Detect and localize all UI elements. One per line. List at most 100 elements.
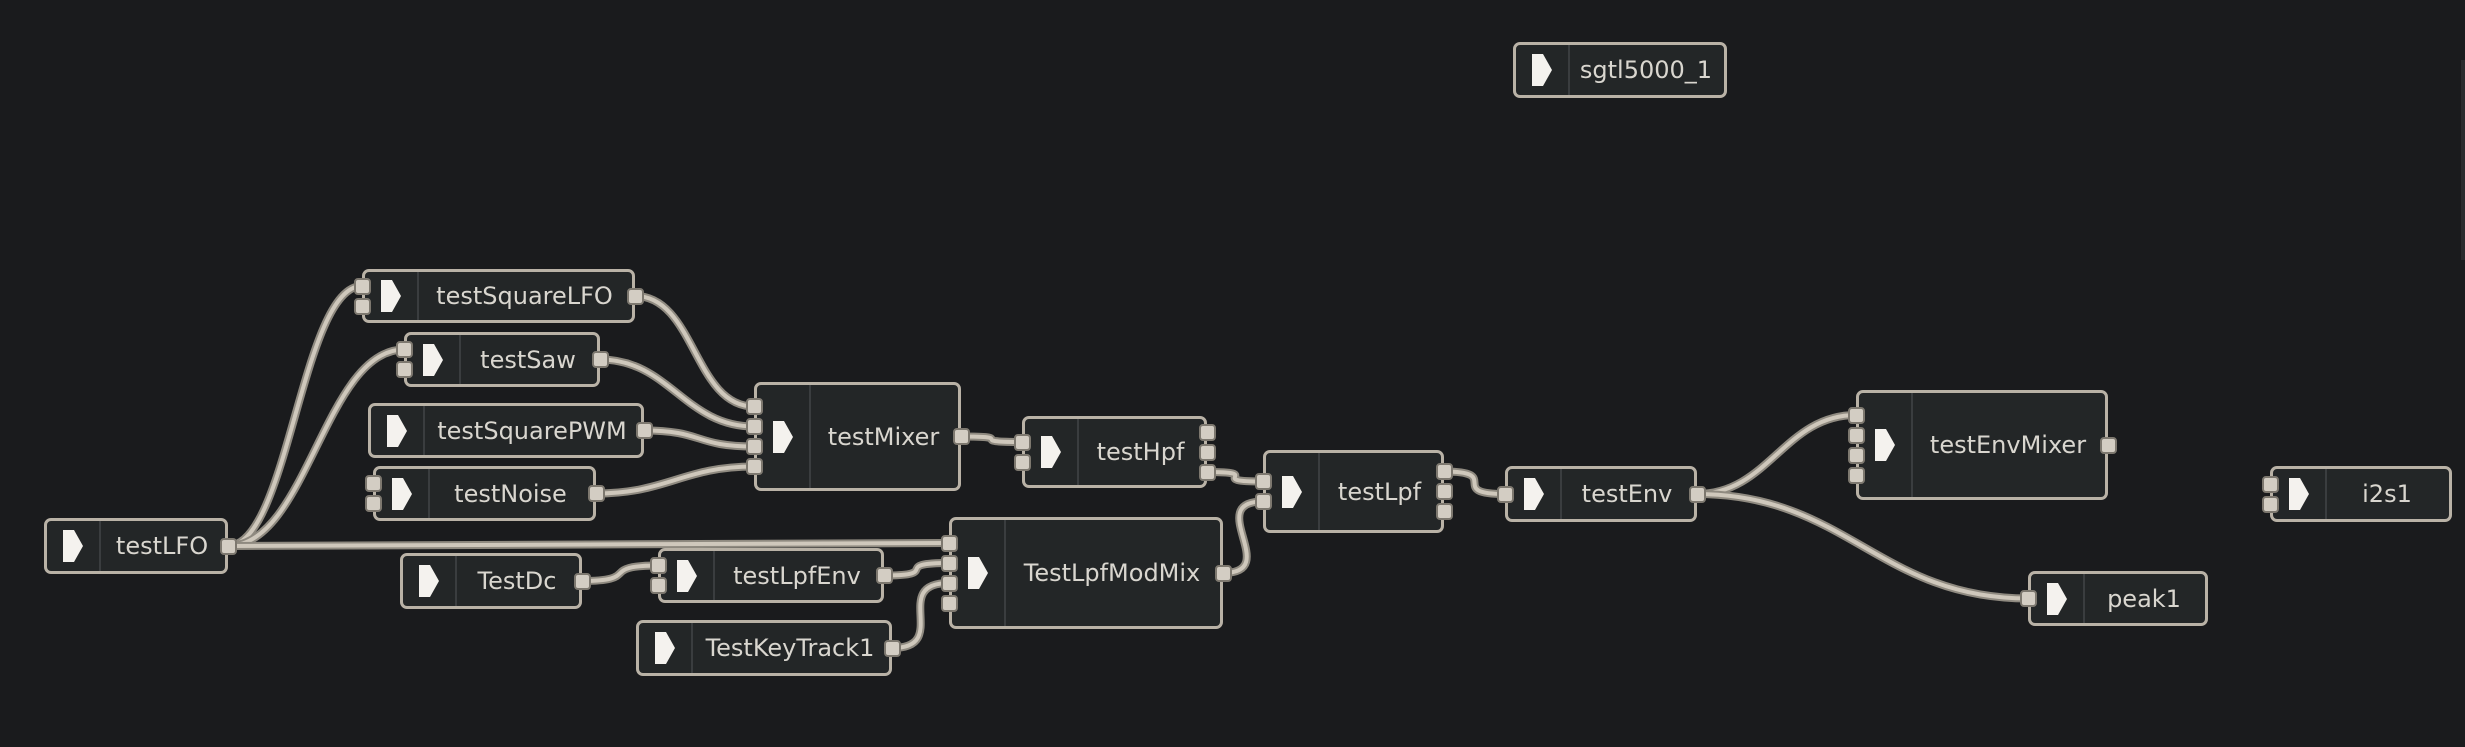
output-port[interactable] (1688, 485, 1706, 503)
node-label: testSaw (480, 345, 576, 374)
node-label: testHpf (1096, 438, 1185, 466)
node-label: TestDc (477, 567, 557, 595)
node-testSquareLFO[interactable]: testSquareLFO (362, 269, 635, 323)
output-port[interactable] (883, 639, 901, 657)
output-port[interactable] (219, 537, 237, 555)
input-port[interactable] (353, 297, 371, 315)
input-port[interactable] (2019, 590, 2037, 607)
wire-testLpfEnv-TestLpfModMix[interactable] (883, 559, 950, 580)
output-port[interactable] (1198, 443, 1216, 461)
input-port[interactable] (1254, 493, 1272, 510)
input-port[interactable] (1013, 433, 1031, 451)
node-peak1[interactable]: peak1 (2028, 571, 2208, 626)
input-port[interactable] (1847, 406, 1865, 424)
play-arrow-icon (419, 565, 439, 597)
output-port[interactable] (1198, 423, 1216, 441)
node-icon-box (661, 551, 715, 600)
input-port[interactable] (1847, 446, 1865, 464)
input-port[interactable] (940, 554, 958, 572)
wire-testSquareLFO-testMixer[interactable] (634, 292, 755, 411)
node-i2s1[interactable]: i2s1 (2270, 466, 2452, 522)
node-label: testSquareLFO (436, 282, 613, 310)
wire-testMixer-testHpf[interactable] (960, 432, 1023, 446)
input-port[interactable] (364, 475, 382, 492)
input-port[interactable] (1496, 485, 1514, 503)
output-port[interactable] (952, 428, 970, 445)
play-arrow-icon (63, 530, 83, 562)
node-icon-box (47, 521, 101, 571)
wire-testSaw-testMixer[interactable] (599, 355, 755, 431)
wire-testEnv-testEnvMixer[interactable] (1696, 411, 1857, 498)
output-port[interactable] (1214, 564, 1232, 582)
wire-testLFO-testSaw[interactable] (227, 345, 405, 550)
node-testEnvMixer[interactable]: testEnvMixer (1856, 390, 2108, 500)
input-port[interactable] (940, 574, 958, 592)
output-port[interactable] (1435, 503, 1453, 520)
input-port[interactable] (745, 458, 763, 475)
node-TestLpfModMix[interactable]: TestLpfModMix (949, 517, 1223, 629)
output-port[interactable] (875, 567, 893, 584)
node-label: testEnvMixer (1929, 431, 2087, 459)
play-arrow-icon (1875, 429, 1895, 461)
output-port[interactable] (1435, 483, 1453, 500)
output-port[interactable] (626, 287, 644, 305)
input-port[interactable] (2261, 495, 2279, 513)
node-testLpfEnv[interactable]: testLpfEnv (658, 548, 884, 603)
node-testEnv[interactable]: testEnv (1505, 466, 1697, 522)
node-icon-box (639, 623, 693, 673)
input-port[interactable] (1847, 426, 1865, 444)
wire-testHpf-testLpf[interactable] (1206, 468, 1264, 486)
input-port[interactable] (745, 398, 763, 415)
wire-testLpf-testEnv[interactable] (1443, 467, 1506, 498)
input-port[interactable] (2261, 475, 2279, 493)
wire-testNoise-testMixer[interactable] (595, 462, 755, 498)
node-icon-box (757, 385, 811, 488)
wire-TestLpfModMix-testLpf[interactable] (1222, 497, 1264, 577)
input-port[interactable] (649, 557, 667, 574)
output-port[interactable] (2099, 436, 2117, 454)
input-port[interactable] (940, 534, 958, 552)
input-port[interactable] (353, 277, 371, 295)
output-port[interactable] (1435, 463, 1453, 480)
wire-testEnv-peak1[interactable] (1696, 490, 2029, 603)
node-icon-box (407, 335, 461, 384)
wire-testLFO-testSquareLFO[interactable] (227, 282, 363, 550)
node-label: testLFO (115, 532, 209, 560)
input-port[interactable] (1013, 453, 1031, 471)
input-port[interactable] (745, 418, 763, 435)
play-arrow-icon (968, 557, 988, 589)
node-testSaw[interactable]: testSaw (404, 332, 600, 387)
node-testLpf[interactable]: testLpf (1263, 450, 1444, 533)
input-port[interactable] (745, 438, 763, 455)
input-port[interactable] (364, 495, 382, 512)
input-port[interactable] (1847, 466, 1865, 484)
input-port[interactable] (395, 361, 413, 378)
output-port[interactable] (635, 422, 653, 439)
input-port[interactable] (395, 341, 413, 358)
output-port[interactable] (587, 485, 605, 502)
play-arrow-icon (387, 414, 407, 447)
vertical-scrollbar[interactable] (2461, 60, 2465, 260)
output-port[interactable] (573, 572, 591, 590)
input-port[interactable] (940, 594, 958, 612)
wire-testLFO-TestLpfModMix[interactable] (227, 539, 950, 550)
wire-testSquarePWM-testMixer[interactable] (643, 426, 755, 451)
node-testLFO[interactable]: testLFO (44, 518, 228, 574)
node-sgtl5000_1[interactable]: sgtl5000_1 (1513, 42, 1727, 98)
node-testNoise[interactable]: testNoise (373, 466, 596, 521)
node-testHpf[interactable]: testHpf (1022, 416, 1207, 488)
output-port[interactable] (1198, 463, 1216, 481)
input-port[interactable] (1254, 473, 1272, 490)
node-testSquarePWM[interactable]: testSquarePWM (368, 403, 644, 458)
input-port[interactable] (649, 577, 667, 594)
output-port[interactable] (591, 351, 609, 368)
node-TestDc[interactable]: TestDc (400, 553, 582, 609)
node-testMixer[interactable]: testMixer (754, 382, 961, 491)
node-TestKeyTrack1[interactable]: TestKeyTrack1 (636, 620, 892, 676)
play-arrow-icon (2047, 582, 2067, 615)
node-icon-box (376, 469, 430, 518)
wire-TestDc-testLpfEnv[interactable] (581, 561, 659, 585)
wire-TestKeyTrack1-TestLpfModMix[interactable] (891, 579, 950, 652)
